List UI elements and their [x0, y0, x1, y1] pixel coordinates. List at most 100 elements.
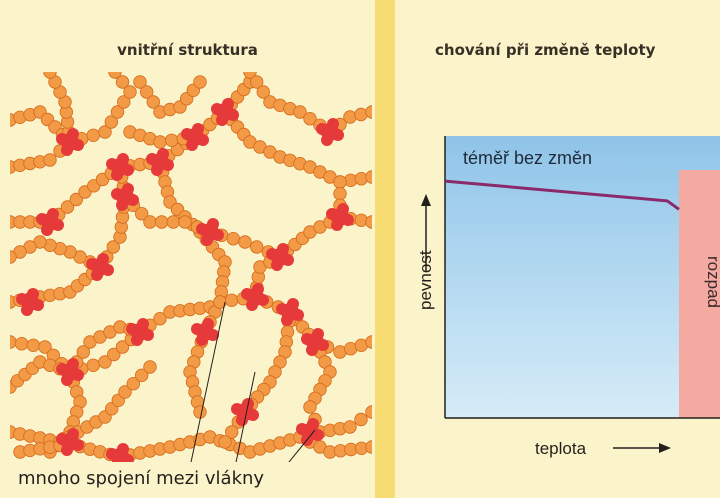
chain-bead — [154, 136, 167, 149]
right-panel: chování při změně teploty téměř bez změn… — [395, 0, 720, 498]
chain-bead — [219, 436, 232, 449]
crosslink-blob — [117, 443, 129, 455]
crosslink-blob — [52, 219, 64, 231]
crosslink-blob — [316, 123, 328, 135]
left-panel: vnitřní struktura mnoho spojení mezi vlá… — [0, 0, 375, 498]
chain-bead — [225, 294, 238, 307]
chain-bead — [194, 406, 207, 419]
crosslink-blob — [67, 428, 79, 440]
crosslink-blob — [111, 169, 123, 181]
chain-bead — [144, 216, 157, 229]
chain-bead — [344, 111, 357, 124]
crosslink-blob — [222, 98, 234, 110]
chain-bead — [227, 232, 240, 245]
crosslink-blob — [332, 129, 344, 141]
crosslink-blob — [342, 214, 354, 226]
crosslink-blob — [16, 293, 28, 305]
crosslink-blob — [111, 188, 123, 200]
chain-bead — [304, 401, 317, 414]
crosslink-blob — [41, 224, 53, 236]
crosslink-blob — [257, 294, 269, 306]
crosslink-blob — [252, 283, 264, 295]
crosslink-blob — [67, 358, 79, 370]
crosslink-blob — [307, 418, 319, 430]
crosslink-blob — [126, 323, 138, 335]
crosslink-blob — [287, 298, 299, 310]
crosslink-blob — [72, 439, 84, 451]
crosslink-blob — [102, 264, 114, 276]
chain-bead — [165, 134, 178, 147]
chain-bead — [334, 187, 347, 200]
chain-bead — [194, 76, 207, 89]
crosslink-blob — [72, 369, 84, 381]
crosslink-blob — [197, 134, 209, 146]
chain-bead — [167, 216, 180, 229]
crosslink-blob — [196, 334, 208, 346]
crosslink-blob — [61, 374, 73, 386]
chain-bead — [144, 361, 157, 374]
crosslink-blob — [276, 303, 288, 315]
crosslink-blob — [61, 444, 73, 456]
crosslink-blob — [21, 304, 33, 316]
crosslink-blob — [47, 208, 59, 220]
crosslink-blob — [157, 148, 169, 160]
crosslink-blob — [122, 164, 134, 176]
chain-bead — [344, 421, 357, 434]
crosslink-blob — [56, 133, 68, 145]
crosslink-blob — [67, 128, 79, 140]
crosslink-blob — [331, 219, 343, 231]
crosslink-blob — [306, 344, 318, 356]
crosslink-blob — [327, 118, 339, 130]
chain-bead — [44, 154, 57, 167]
chain-bead — [239, 236, 252, 249]
crosslink-blob — [281, 314, 293, 326]
chain-bead — [179, 216, 192, 229]
polymer-network-illustration — [10, 72, 372, 462]
crosslink-blob — [36, 213, 48, 225]
crosslink-blob — [321, 134, 333, 146]
chain-bead — [355, 413, 368, 426]
crosslink-blob — [162, 159, 174, 171]
crosslink-blob — [186, 139, 198, 151]
crosslink-blob — [247, 409, 259, 421]
crosslink-blob — [61, 144, 73, 156]
strength-temperature-chart: téměř bez změn pevnost teplota rozpad — [395, 0, 720, 498]
chain-bead — [250, 241, 263, 254]
crosslink-blob — [142, 329, 154, 341]
crosslink-blob — [122, 183, 134, 195]
chain-bead — [87, 129, 100, 142]
chain-bead — [87, 359, 100, 372]
crosslinks-caption: mnoho spojení mezi vlákny — [18, 468, 264, 489]
crosslink-blob — [246, 299, 258, 311]
chain-bead — [27, 339, 40, 352]
no-change-label: téměř bez změn — [463, 148, 592, 168]
y-axis-arrowhead — [421, 194, 431, 206]
plot-area — [445, 136, 720, 418]
crosslink-blob — [192, 123, 204, 135]
crosslink-blob — [72, 139, 84, 151]
crosslink-blob — [227, 109, 239, 121]
crosslink-blob — [127, 194, 139, 206]
crosslink-blob — [91, 269, 103, 281]
chain-bead — [155, 216, 168, 229]
crosslink-blob — [191, 323, 203, 335]
crosslink-blob — [56, 363, 68, 375]
crosslink-blob — [201, 234, 213, 246]
crosslink-blob — [116, 199, 128, 211]
crosslink-blob — [317, 339, 329, 351]
chain-bead — [15, 337, 28, 350]
crosslink-blob — [231, 403, 243, 415]
crosslink-blob — [296, 423, 308, 435]
panel-title-structure: vnitřní struktura — [0, 30, 375, 70]
crosslink-blob — [106, 448, 118, 460]
crosslink-blob — [212, 229, 224, 241]
x-axis-arrowhead — [659, 443, 671, 453]
crosslink-blob — [181, 128, 193, 140]
crosslink-blob — [282, 254, 294, 266]
crosslink-blob — [106, 158, 118, 170]
crosslink-blob — [56, 433, 68, 445]
crosslink-blob — [151, 164, 163, 176]
crosslink-blob — [337, 203, 349, 215]
crosslink-blob — [146, 153, 158, 165]
crosslink-blob — [266, 248, 278, 260]
